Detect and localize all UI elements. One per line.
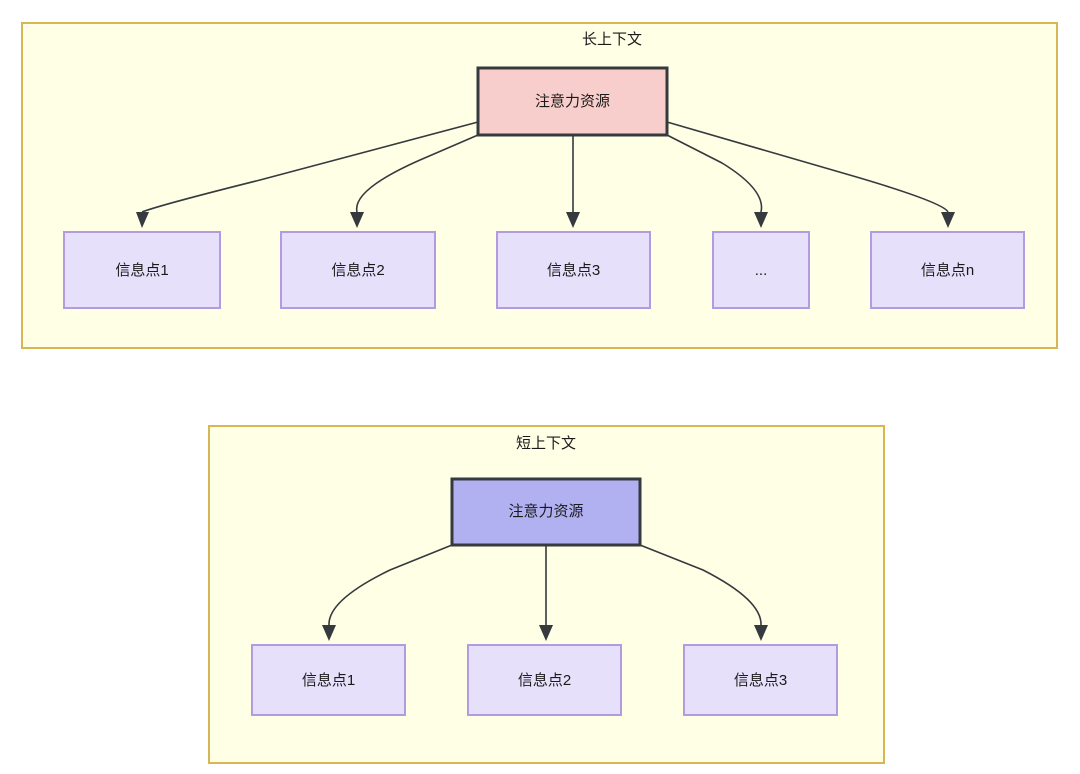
node-leaf-long-ellipsis[interactable]: ... xyxy=(712,231,810,309)
node-leaf-short-3-rect[interactable] xyxy=(683,644,838,716)
node-leaf-long-2[interactable]: 信息点2 xyxy=(280,231,436,309)
edge-root-to-infon xyxy=(666,121,949,213)
arrow-head-ellipsis xyxy=(754,212,768,228)
panel-title-long-context: 长上下文 xyxy=(582,31,642,48)
edge-short-root-to-info3 xyxy=(639,544,762,626)
node-root-short-rect[interactable] xyxy=(450,477,642,547)
node-leaf-long-3-rect[interactable] xyxy=(496,231,651,309)
node-leaf-long-1-label: 信息点1 xyxy=(115,262,168,279)
edge-root-to-ellipsis xyxy=(666,134,763,213)
arrow-head-short-info1 xyxy=(322,625,336,641)
arrow-head-short-info3 xyxy=(754,625,768,641)
arrow-head-infon xyxy=(941,212,955,228)
group-short-context: 短上下文 注意力资源 信息点1 信息点2 xyxy=(208,425,885,764)
node-leaf-long-2-label: 信息点2 xyxy=(331,262,384,279)
edge-root-to-info2 xyxy=(355,134,479,213)
node-leaf-short-1-rect[interactable] xyxy=(251,644,406,716)
node-root-long-label: 注意力资源 xyxy=(535,92,610,110)
arrow-head-info2 xyxy=(350,212,364,228)
node-leaf-long-ellipsis-rect[interactable] xyxy=(712,231,810,309)
node-leaf-long-3-label: 信息点3 xyxy=(547,262,600,279)
node-leaf-long-2-rect[interactable] xyxy=(280,231,436,309)
node-leaf-long-3[interactable]: 信息点3 xyxy=(496,231,651,309)
node-leaf-long-ellipsis-label: ... xyxy=(755,262,768,279)
node-root-short-context[interactable]: 注意力资源 xyxy=(450,477,642,547)
panel-title-short-context: 短上下文 xyxy=(516,435,576,452)
node-leaf-long-n-rect[interactable] xyxy=(870,231,1025,309)
edges-short-context xyxy=(322,544,768,641)
node-root-long-rect[interactable] xyxy=(476,66,669,137)
node-leaf-short-3-label: 信息点3 xyxy=(734,672,787,689)
node-leaf-long-n[interactable]: 信息点n xyxy=(870,231,1025,309)
node-leaf-short-1[interactable]: 信息点1 xyxy=(251,644,406,716)
node-leaf-short-3[interactable]: 信息点3 xyxy=(683,644,838,716)
node-leaf-short-2-rect[interactable] xyxy=(467,644,622,716)
edge-root-to-info1 xyxy=(141,121,479,213)
node-leaf-long-n-label: 信息点n xyxy=(921,262,974,279)
node-leaf-long-1[interactable]: 信息点1 xyxy=(63,231,221,309)
node-root-short-label: 注意力资源 xyxy=(508,502,583,520)
node-leaf-short-1-label: 信息点1 xyxy=(302,672,355,689)
group-long-context: 长上下文 注意力资源 信息 xyxy=(21,22,1058,349)
arrow-head-short-info2 xyxy=(539,625,553,641)
node-leaf-long-1-rect[interactable] xyxy=(63,231,221,309)
node-leaf-short-2[interactable]: 信息点2 xyxy=(467,644,622,716)
edges-long-context xyxy=(136,121,955,228)
node-leaf-short-2-label: 信息点2 xyxy=(518,672,571,689)
arrow-head-info1 xyxy=(136,212,149,228)
node-root-long-context[interactable]: 注意力资源 xyxy=(476,66,669,137)
arrow-head-info3 xyxy=(566,212,580,228)
edge-short-root-to-info1 xyxy=(328,544,453,626)
